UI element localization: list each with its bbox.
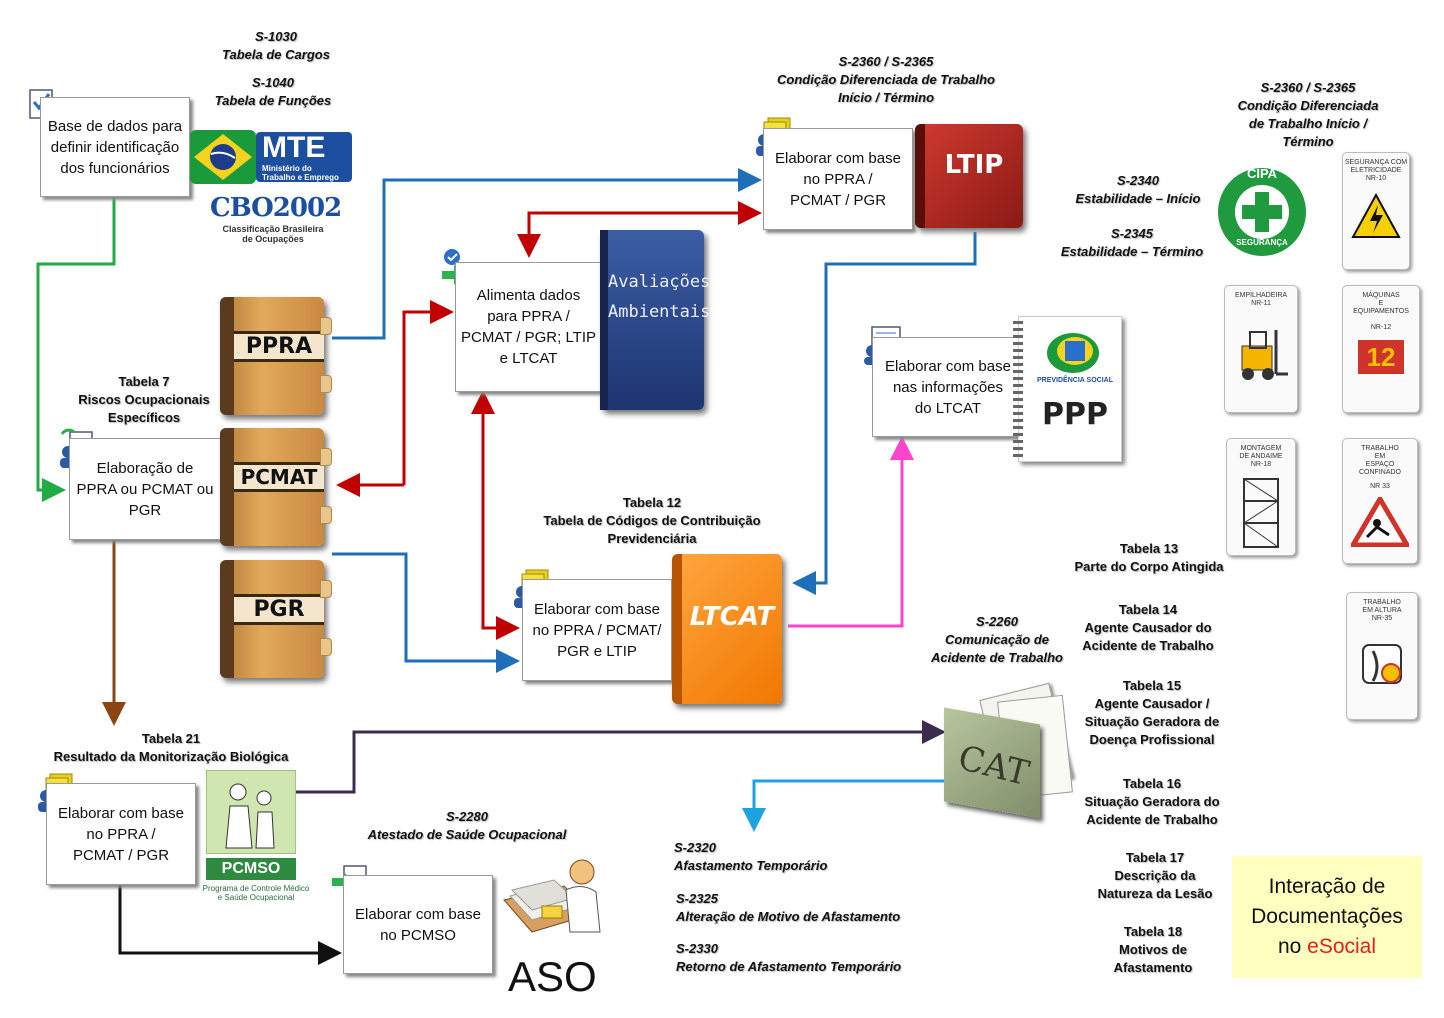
arrow-pcmso-to-cat xyxy=(296,720,946,794)
title-line-1: Interação de xyxy=(1268,875,1386,898)
confined-space-icon xyxy=(1348,494,1412,548)
arrow-base-to-elaboracao xyxy=(36,195,116,502)
arrow-ltip-to-ltcat xyxy=(792,232,977,595)
pcmso-logo: PCMSO Programa de Controle Médico e Saúd… xyxy=(194,770,318,906)
cipa-bottom-text: SEGURANÇA xyxy=(1236,238,1288,247)
arrow-cat-to-afastamento xyxy=(742,779,944,832)
brazil-flag-icon xyxy=(190,130,256,184)
aso-label: ASO xyxy=(508,953,597,1000)
arrow-pcmat-to-alimenta xyxy=(402,300,454,485)
cat-document: CAT xyxy=(944,682,1073,822)
ppp-document: PREVIDÊNCIA SOCIAL PPP xyxy=(1013,316,1122,462)
arrow-pcmso-to-aso xyxy=(118,884,342,965)
title-line-3: no eSocial xyxy=(1277,935,1377,958)
book-ltcat: LTCAT xyxy=(672,554,782,704)
cipa-top-text: CIPA xyxy=(1246,166,1278,181)
book-pcmat: PCMAT xyxy=(220,428,332,546)
mte-logo: MTE Ministério do Trabalho e Emprego xyxy=(190,126,352,188)
book-ppra: PPRA xyxy=(220,297,332,415)
title-panel: Interação de Documentações no eSocial xyxy=(1232,856,1422,978)
previdencia-logo-icon xyxy=(1047,333,1099,373)
arrow-ppra-to-ltip xyxy=(332,168,762,340)
title-accent: eSocial xyxy=(1307,935,1377,958)
cbo-logo: CBO2002 Classificação Brasileira de Ocup… xyxy=(210,193,342,244)
worker-desk-icon xyxy=(503,859,601,933)
arrow-alimenta-to-ltcat xyxy=(481,400,520,640)
nr12-badge: 12 xyxy=(1358,340,1404,374)
cipa-cross-icon xyxy=(1218,168,1306,256)
book-ltip: LTIP xyxy=(915,124,1023,228)
forklift-icon xyxy=(1241,330,1288,380)
arrow-pgr-to-ltcat xyxy=(332,552,520,673)
doctor-patient-icon xyxy=(206,770,296,854)
book-avaliacoes-ambientais: Avaliações Ambientais xyxy=(600,230,710,410)
scaffold-icon xyxy=(1243,478,1279,548)
title-line-2: Documentações xyxy=(1251,905,1403,928)
arrow-ltcat-to-ppp xyxy=(788,436,914,628)
electric-hazard-icon xyxy=(1351,192,1401,238)
harness-icon xyxy=(1362,644,1402,684)
book-pgr: PGR xyxy=(220,560,332,678)
